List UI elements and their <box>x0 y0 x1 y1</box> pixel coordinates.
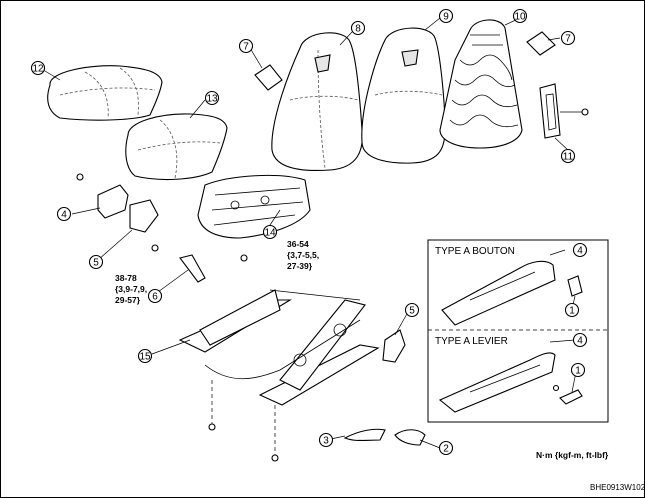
bouton-trim-part <box>441 260 556 326</box>
svg-text:8: 8 <box>355 24 361 35</box>
svg-text:4: 4 <box>61 210 67 221</box>
callout-13: 13 <box>204 90 220 106</box>
svg-text:36-54: 36-54 <box>287 239 309 249</box>
svg-text:14: 14 <box>264 228 276 239</box>
torque-spec-right: 36-54 {3,7-5,5, 27-39} <box>287 239 319 271</box>
figure-code: BHE0913W102 <box>590 483 645 492</box>
callout-4-levier: 4 <box>572 332 588 348</box>
svg-text:4: 4 <box>577 336 583 347</box>
cover-part-3 <box>343 428 386 442</box>
bolt-icon <box>151 244 159 252</box>
svg-text:3: 3 <box>323 436 329 447</box>
recliner-cover-part-5-left <box>129 199 159 233</box>
callout-7-left: 7 <box>238 38 254 54</box>
callout-4-bouton: 4 <box>572 242 588 258</box>
svg-text:7: 7 <box>565 34 571 45</box>
svg-text:4: 4 <box>577 246 583 257</box>
type-levier-title: TYPE A LEVIER <box>435 336 508 347</box>
callout-6: 6 <box>147 288 163 304</box>
svg-text:10: 10 <box>514 12 526 23</box>
svg-text:5: 5 <box>93 258 99 269</box>
callout-5-right: 5 <box>404 302 420 318</box>
svg-text:38-78: 38-78 <box>115 273 137 283</box>
callout-2: 2 <box>438 440 454 456</box>
svg-text:11: 11 <box>563 152 574 163</box>
svg-text:27-39}: 27-39} <box>287 261 313 271</box>
type-bouton-title: TYPE A BOUTON <box>435 246 515 257</box>
seat-pan-part-14 <box>197 174 311 239</box>
lever-part-6 <box>179 254 206 283</box>
callout-9: 9 <box>438 8 454 24</box>
callout-10: 10 <box>512 8 528 24</box>
bolt-icon <box>271 454 279 462</box>
screw-icon <box>552 384 560 392</box>
backrest-pad-part-9 <box>361 27 446 164</box>
seatback-frame-part-10 <box>439 19 523 149</box>
callout-15: 15 <box>137 348 153 364</box>
svg-text:29-57}: 29-57} <box>115 295 141 305</box>
inset-box <box>427 239 609 423</box>
svg-text:13: 13 <box>206 94 218 105</box>
callout-4-left: 4 <box>56 206 72 222</box>
button-knob-part <box>567 275 583 297</box>
cushion-pad-part-13 <box>125 113 228 180</box>
callout-14: 14 <box>262 224 278 240</box>
svg-text:2: 2 <box>443 444 449 455</box>
svg-text:{3,9-7,9,: {3,9-7,9, <box>115 284 147 294</box>
svg-text:12: 12 <box>32 64 44 75</box>
unit-label: N·m {kgf-m, ft-lbf} <box>536 450 609 460</box>
svg-text:7: 7 <box>243 42 249 53</box>
backrest-cover-part-8 <box>271 32 363 171</box>
trim-cap-part-7-left <box>254 64 283 91</box>
svg-text:6: 6 <box>152 292 158 303</box>
lever-knob-part <box>559 389 583 405</box>
side-trim-part-4 <box>97 184 129 219</box>
bolt-icon <box>240 254 248 262</box>
svg-text:{3,7-5,5,: {3,7-5,5, <box>287 250 319 260</box>
recliner-cover-part-5-right <box>382 329 406 363</box>
callout-11: 11 <box>560 148 576 164</box>
knob-part-2 <box>394 429 426 446</box>
svg-text:9: 9 <box>443 12 449 23</box>
svg-text:1: 1 <box>569 306 575 317</box>
callout-5-left: 5 <box>88 254 104 270</box>
svg-text:15: 15 <box>139 352 151 363</box>
svg-text:5: 5 <box>409 306 415 317</box>
svg-text:1: 1 <box>575 366 581 377</box>
panel-part-11 <box>539 83 589 139</box>
screw-icon <box>581 108 589 116</box>
callout-1-bouton: 1 <box>564 302 580 318</box>
levier-trim-part <box>438 352 556 413</box>
callout-8: 8 <box>350 20 366 36</box>
bolt-icon <box>208 423 216 431</box>
torque-spec-left: 38-78 {3,9-7,9, 29-57} <box>115 273 147 305</box>
callout-7-right: 7 <box>560 30 576 46</box>
seat-adjuster-part-15 <box>178 289 380 406</box>
callout-12: 12 <box>30 60 46 76</box>
callout-1-levier: 1 <box>570 362 586 378</box>
cushion-cover-part-12 <box>47 65 163 121</box>
screw-icon <box>76 173 84 181</box>
trim-cap-part-7-right <box>526 31 556 56</box>
callout-3: 3 <box>318 432 334 448</box>
